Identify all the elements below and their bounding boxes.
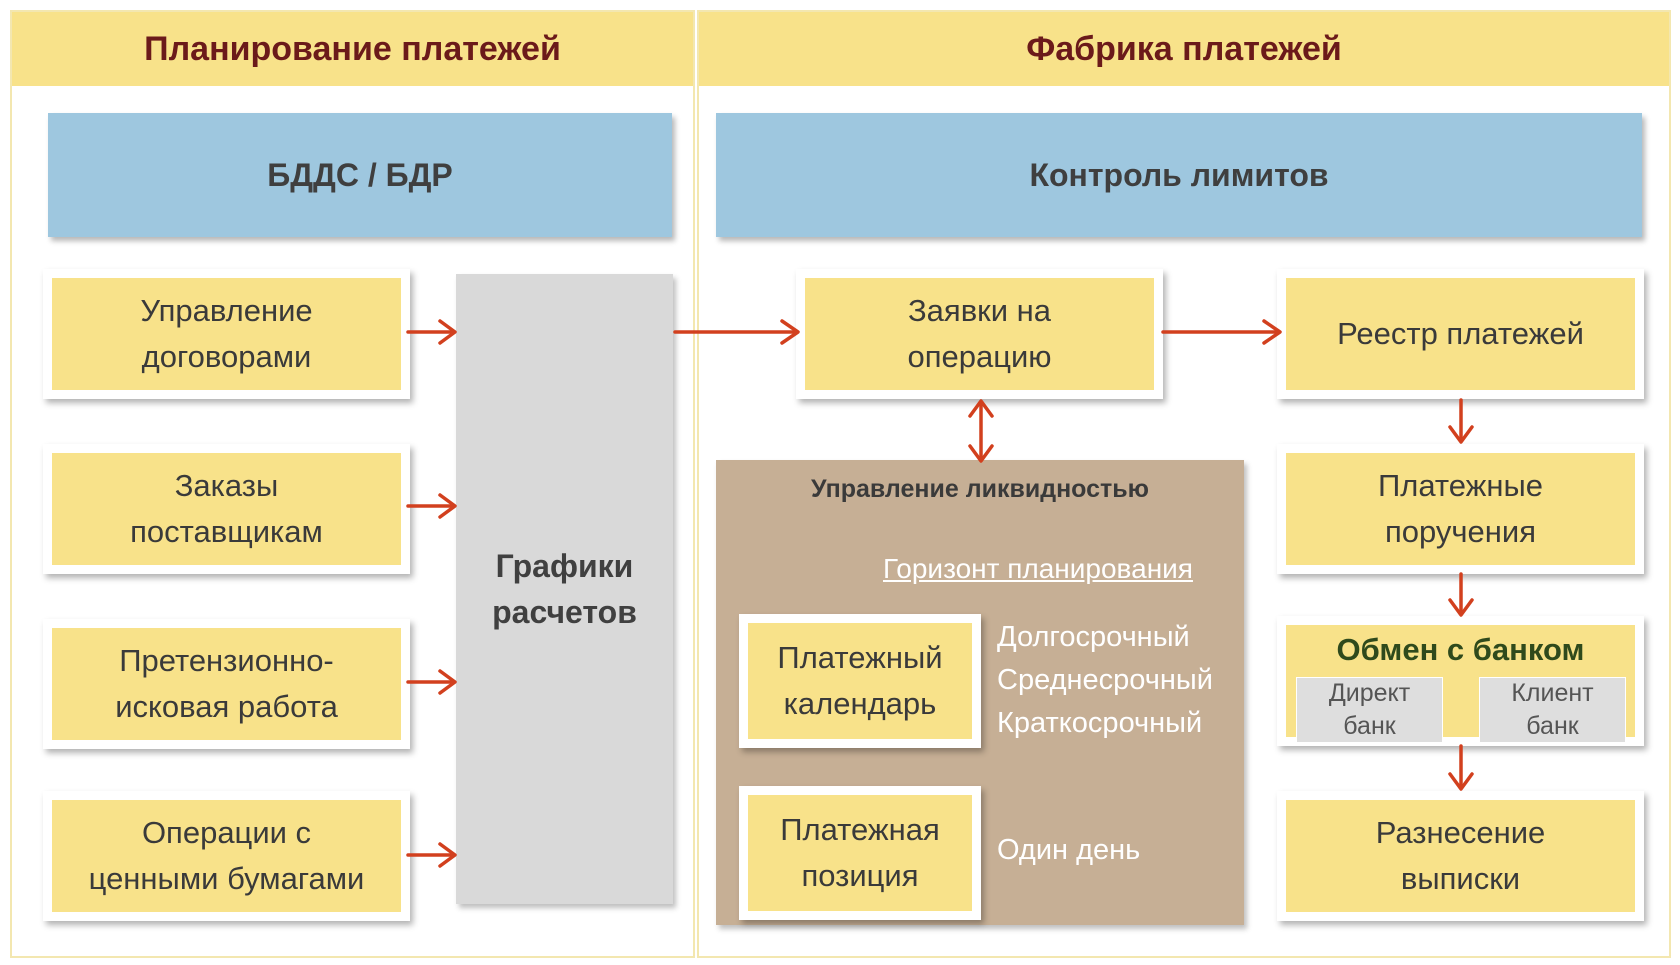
bank-exchange-title: Обмен с банком	[1336, 632, 1585, 667]
arrow-contracts-to-schedules	[406, 319, 457, 345]
payment-planning-header: Планирование платежей	[12, 12, 693, 86]
liquidity-management-title: Управление ликвидностью	[811, 475, 1149, 503]
one-day-label: Один день	[997, 834, 1141, 866]
limit-control-bar: Контроль лимитов	[716, 113, 1642, 237]
horizon-list: Долгосрочный Среднесрочный Краткосрочный	[997, 621, 1213, 739]
arrow-orders-to-bank	[1448, 572, 1474, 617]
arrow-registry-to-orders	[1448, 398, 1474, 444]
payment-registry-box[interactable]: Реестр платежей	[1277, 269, 1644, 399]
claims-work-box[interactable]: Претензионно-исковая работа	[43, 619, 410, 749]
arrow-requests-liquidity	[968, 399, 994, 463]
planning-horizon-link[interactable]: Горизонт планирования	[883, 553, 1193, 584]
arrow-schedules-to-requests	[673, 319, 800, 345]
arrow-securities-to-schedules	[406, 842, 457, 868]
arrow-orders-to-schedules	[406, 493, 457, 519]
arrow-requests-to-registry	[1161, 319, 1282, 345]
arrow-claims-to-schedules	[406, 669, 457, 695]
budget-bar: БДДС / БДР	[48, 113, 672, 237]
payment-factory-header: Фабрика платежей	[699, 12, 1669, 86]
arrow-bank-to-statement	[1448, 744, 1474, 791]
